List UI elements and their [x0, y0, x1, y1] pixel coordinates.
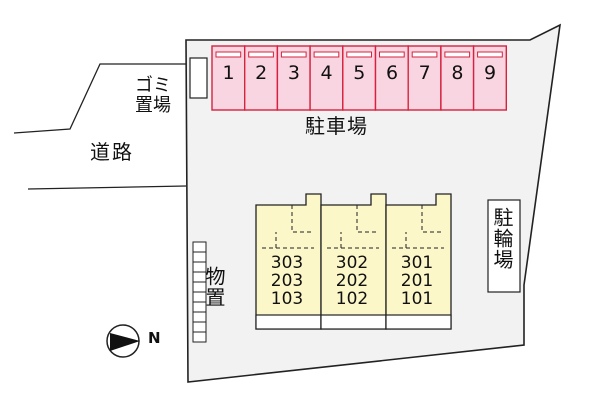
storage-shed-unit	[192, 321, 207, 333]
parking-slot-number: 2	[255, 62, 268, 84]
garbage-area-box	[189, 57, 208, 99]
north-arrow	[106, 324, 140, 358]
unit-number: 203	[270, 271, 304, 291]
parking-slot-number: 7	[418, 62, 431, 84]
unit-number: 301	[400, 253, 434, 273]
parking-slot-number: 5	[353, 62, 366, 84]
storage-shed-unit	[192, 241, 207, 253]
interior-dashed-line	[392, 205, 444, 249]
unit-number: 103	[270, 289, 304, 309]
parking-slot-number: 9	[484, 62, 497, 84]
unit-number: 303	[270, 253, 304, 273]
unit-number: 102	[335, 289, 369, 309]
storage-area	[192, 241, 207, 343]
unit-number: 202	[335, 271, 369, 291]
unit-number: 101	[400, 289, 434, 309]
wheel-stop	[280, 51, 307, 58]
parking-slot-number: 4	[320, 62, 333, 84]
unit-number: 302	[335, 253, 369, 273]
storage-shed-unit	[192, 251, 207, 263]
wheel-stop	[215, 51, 242, 58]
parking-slot-number: 3	[287, 62, 300, 84]
road-edge-upper	[13, 63, 186, 134]
wheel-stop	[477, 51, 503, 58]
road-edge-lower	[27, 185, 187, 190]
wheel-stop	[248, 51, 274, 58]
interior-dashed-line	[327, 205, 379, 249]
interior-dashed-line	[262, 205, 314, 249]
garbage-area-label: ゴミ 置場	[135, 75, 171, 116]
unit-number: 201	[400, 271, 434, 291]
parking-label: 駐車場	[305, 114, 368, 138]
parking-slot-number: 8	[451, 62, 464, 84]
parking-slot-number: 1	[222, 62, 235, 84]
building-group	[255, 193, 452, 330]
bicycle-parking-label: 駐輪場	[490, 207, 514, 270]
wheel-stop	[379, 51, 405, 58]
wheel-stop	[411, 51, 438, 58]
balcony	[385, 314, 452, 330]
storage-label: 物置	[202, 266, 226, 308]
storage-shed-unit	[192, 331, 207, 343]
parking-area	[211, 45, 508, 111]
parking-slot-number: 6	[385, 62, 399, 84]
balcony	[320, 314, 387, 330]
wheel-stop	[444, 51, 471, 58]
road-label: 道路	[90, 140, 134, 164]
wheel-stop	[313, 51, 340, 58]
storage-shed-unit	[192, 311, 207, 323]
north-label: N	[148, 329, 161, 347]
balcony	[255, 314, 322, 330]
bicycle-parking-box	[487, 199, 521, 293]
wheel-stop	[346, 51, 372, 58]
